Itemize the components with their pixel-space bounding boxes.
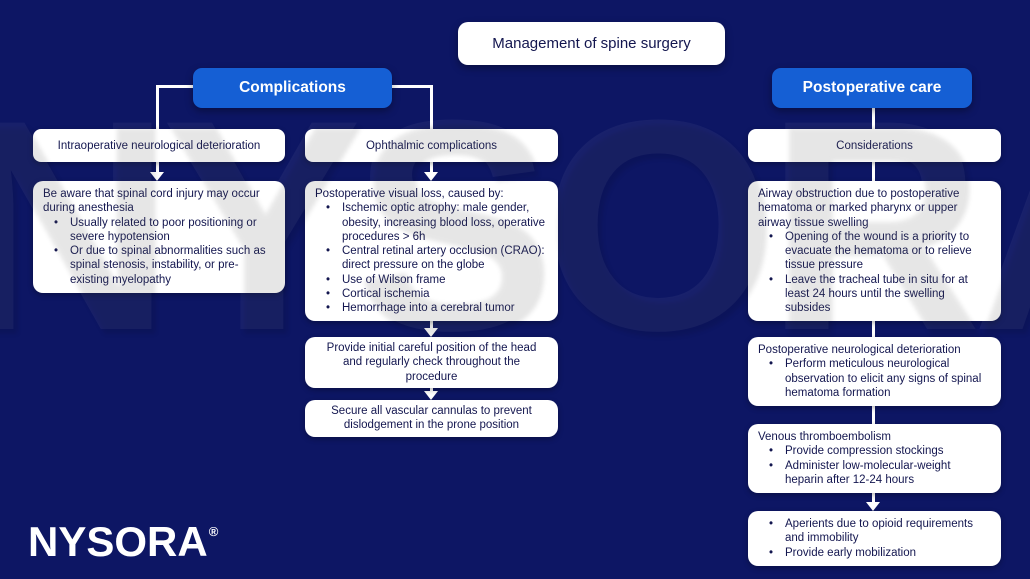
node-label-ophthalmic-complications: Ophthalmic complications [305, 129, 558, 162]
arrow-down-icon [424, 172, 438, 181]
node-label-considerations: Considerations [748, 129, 1001, 162]
bullet-item: Usually related to poor positioning or s… [43, 216, 275, 245]
branch-header-postoperative-care: Postoperative care [772, 68, 972, 108]
connector-line [156, 85, 194, 88]
bullet-item: Or due to spinal abnormalities such as s… [43, 244, 275, 287]
bullet-list: Provide compression stockingsAdminister … [758, 444, 991, 487]
connector-line [430, 317, 433, 330]
box-heading: Venous thromboembolism [758, 431, 891, 443]
branch-header-complications: Complications [193, 68, 392, 108]
bullet-item: Cortical ischemia [315, 287, 548, 302]
bullet-item: Provide compression stockings [758, 444, 991, 459]
box-heading: Postoperative visual loss, caused by: [315, 188, 504, 200]
arrow-down-icon [424, 328, 438, 337]
content-box-secure-cannulas: Secure all vascular cannulas to prevent … [305, 400, 558, 437]
content-box-venous-thromboembolism: Venous thromboembolism Provide compressi… [748, 424, 1001, 493]
connector-line [872, 317, 875, 337]
registered-mark: ® [208, 524, 219, 539]
diagram-title: Management of spine surgery [458, 22, 725, 65]
arrow-down-icon [424, 391, 438, 400]
box-heading: Postoperative neurological deterioration [758, 344, 961, 356]
bullet-item: Perform meticulous neurological observat… [758, 357, 991, 400]
bullet-item: Provide early mobilization [758, 546, 991, 561]
bullet-item: Ischemic optic atrophy: male gender, obe… [315, 201, 548, 244]
box-heading: Airway obstruction due to postoperative … [758, 188, 960, 229]
bullet-list: Aperients due to opioid requirements and… [758, 517, 991, 560]
connector-line [872, 486, 875, 503]
box-heading: Be aware that spinal cord injury may occ… [43, 188, 260, 215]
nysora-logo: NYSORA® [28, 518, 218, 566]
bullet-item: Hemorrhage into a cerebral tumor [315, 301, 548, 316]
content-box-airway-obstruction: Airway obstruction due to postoperative … [748, 181, 1001, 322]
bullet-list: Usually related to poor positioning or s… [43, 216, 275, 287]
connector-line [391, 85, 432, 88]
content-box-postoperative-visual-loss: Postoperative visual loss, caused by: Is… [305, 181, 558, 322]
content-box-postoperative-neurological-deterioration: Postoperative neurological deterioration… [748, 337, 1001, 406]
nysora-logo-text: NYSORA [28, 518, 208, 565]
box-heading: Provide initial careful position of the … [326, 342, 537, 383]
content-box-spinal-cord-injury: Be aware that spinal cord injury may occ… [33, 181, 285, 293]
connector-line [872, 399, 875, 424]
node-label-intraoperative-neurological-deterioration: Intraoperative neurological deterioratio… [33, 129, 285, 162]
content-box-head-position: Provide initial careful position of the … [305, 337, 558, 388]
box-heading: Secure all vascular cannulas to prevent … [331, 405, 532, 432]
arrow-down-icon [866, 502, 880, 511]
arrow-down-icon [150, 172, 164, 181]
content-box-aperients-mobilization: Aperients due to opioid requirements and… [748, 511, 1001, 566]
bullet-item: Central retinal artery occlusion (CRAO):… [315, 244, 548, 273]
bullet-list: Ischemic optic atrophy: male gender, obe… [315, 201, 548, 315]
bullet-item: Opening of the wound is a priority to ev… [758, 230, 991, 273]
bullet-item: Administer low-molecular-weight heparin … [758, 459, 991, 488]
bullet-list: Perform meticulous neurological observat… [758, 357, 991, 400]
bullet-item: Use of Wilson frame [315, 273, 548, 288]
bullet-item: Leave the tracheal tube in situ for at l… [758, 273, 991, 316]
bullet-item: Aperients due to opioid requirements and… [758, 517, 991, 546]
bullet-list: Opening of the wound is a priority to ev… [758, 230, 991, 316]
